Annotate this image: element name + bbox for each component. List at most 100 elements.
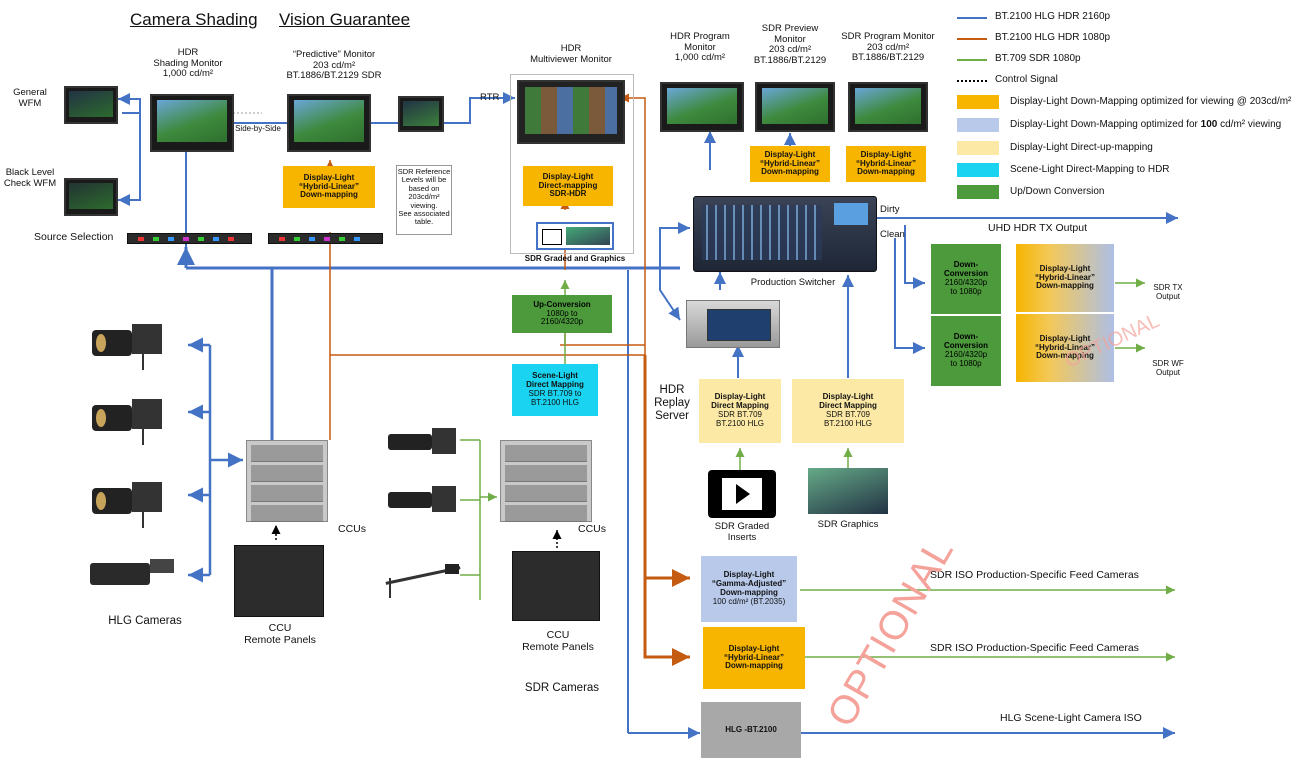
ccu-remote-right-label: CCU Remote Panels — [522, 629, 594, 653]
program-hybrid-title: Display-Light “Hybrid-Linear” Down-mappi… — [855, 149, 916, 177]
source-selection-label: Source Selection — [34, 231, 114, 243]
tx-hybrid-title: Display-Light “Hybrid-Linear” Down-mappi… — [1034, 263, 1095, 291]
graphics-direct-title: Display-Light Direct Mapping — [819, 392, 877, 411]
black-level-wfm-label: Black Level Check WFM — [3, 167, 57, 189]
graphics-direct-sub: SDR BT.709 BT.2100 HLG — [823, 410, 873, 428]
sdr-camera-2 — [388, 484, 458, 514]
legend-lightyellow-label: Display-Light Direct-up-mapping — [1010, 142, 1153, 153]
mv-direct-mapping-box: Display-Light Direct-mapping SDR-HDR — [523, 166, 613, 206]
ccu-rack-left — [246, 440, 328, 522]
legend-green-swatch — [957, 185, 999, 199]
predictive-monitor — [287, 94, 371, 152]
sdr-preview-monitor-label: SDR Preview Monitor 203 cd/m² BT.1886/BT… — [753, 23, 827, 66]
legend-sdr1080-label: BT.709 SDR 1080p — [995, 53, 1081, 64]
legend-hdr2160-label: BT.2100 HLG HDR 2160p — [995, 11, 1111, 22]
rtr-label: RTR — [480, 92, 500, 103]
hlg-camera-4 — [90, 555, 180, 595]
sdr-reference-note: SDR Reference Levels will be based on 20… — [396, 165, 452, 235]
legend-blue-swatch — [957, 118, 999, 132]
ccus-left-label: CCUs — [338, 523, 366, 535]
legend-orange-label: Display-Light Down-Mapping optimized for… — [1010, 96, 1292, 107]
ccu-remote-panels-right — [512, 551, 600, 621]
legend-sdr1080-line — [957, 59, 987, 61]
scene-light-sub: SDR BT.709 to BT.2100 HLG — [528, 389, 582, 407]
sdr-cameras-label: SDR Cameras — [524, 682, 600, 694]
wf-hybrid-title: Display-Light “Hybrid-Linear” Down-mappi… — [1034, 333, 1095, 361]
sdr-graded-inserts-label: SDR Graded Inserts — [714, 521, 770, 543]
iso-hybrid-box: Display-Light “Hybrid-Linear” Down-mappi… — [703, 627, 805, 689]
hdr-shading-monitor-label: HDR Shading Monitor 1,000 cd/m² — [153, 47, 223, 80]
hdr-program-monitor — [660, 82, 744, 132]
uhd-tx-output-label: UHD HDR TX Output — [988, 222, 1087, 234]
sdr-graphics-image — [808, 468, 888, 514]
side-by-side-label: Side-by-Side — [235, 124, 281, 133]
production-switcher-label: Production Switcher — [750, 277, 836, 288]
sdr-camera-crane — [385, 560, 465, 600]
ccu-remote-left-label: CCU Remote Panels — [244, 622, 316, 646]
hlg-iso-label: HLG Scene-Light Camera ISO — [1000, 712, 1142, 724]
down-conversion-1-box: Down- Conversion 2160/4320p to 1080p — [931, 244, 1001, 314]
down-conv-1-title: Down- Conversion — [943, 260, 988, 279]
legend-orange-swatch — [957, 95, 999, 109]
iso-hybrid-title: Display-Light “Hybrid-Linear” Down-mappi… — [723, 643, 784, 671]
replay-direct-sub: SDR BT.709 BT.2100 HLG — [715, 410, 765, 428]
up-conversion-sub: 1080p to 2160/4320p — [540, 308, 584, 327]
gamma-adjusted-sub: 100 cd/m² (BT.2035) — [712, 596, 786, 606]
hybrid-shading-title: Display-Light “Hybrid-Linear” Down-mappi… — [298, 172, 359, 200]
hlg-bt2100-box: HLG -BT.2100 — [701, 702, 801, 758]
general-wfm-monitor — [64, 86, 118, 124]
production-switcher — [693, 196, 877, 272]
preview-hybrid-box: Display-Light “Hybrid-Linear” Down-mappi… — [750, 146, 830, 182]
sdr-wf-output-label: SDR WF Output — [1152, 359, 1184, 377]
replay-direct-title: Display-Light Direct Mapping — [711, 392, 769, 411]
ccu-rack-right — [500, 440, 592, 522]
hdr-replay-server-label: HDR Replay Server — [654, 384, 690, 422]
sdr-small-monitor — [398, 96, 444, 132]
legend-hdr2160-line — [957, 17, 987, 19]
film-icon — [542, 229, 562, 245]
film-clip-icon — [708, 470, 776, 518]
replay-direct-mapping-box: Display-Light Direct Mapping SDR BT.709 … — [699, 379, 781, 443]
legend-cyan-label: Scene-Light Direct-Mapping to HDR — [1010, 164, 1170, 175]
legend-control-line — [957, 80, 987, 82]
down-conversion-2-box: Down- Conversion 2160/4320p to 1080p — [931, 316, 1001, 386]
sdr-graded-graphics-device — [536, 222, 614, 250]
hdr-program-monitor-label: HDR Program Monitor 1,000 cd/m² — [670, 31, 730, 64]
multiviewer-monitor — [517, 80, 625, 144]
up-conversion-box: Up-Conversion 1080p to 2160/4320p — [512, 295, 612, 333]
hdr-multiviewer-label: HDR Multiviewer Monitor — [530, 43, 612, 65]
program-hybrid-box: Display-Light “Hybrid-Linear” Down-mappi… — [846, 146, 926, 182]
hdr-replay-server-device — [686, 300, 780, 348]
gamma-adjusted-title: Display-Light “Gamma-Adjusted” Down-mapp… — [711, 570, 787, 597]
vision-router — [268, 233, 383, 244]
legend-hdr1080-line — [957, 38, 987, 40]
sdr-camera-1 — [388, 426, 458, 456]
hlg-camera-3 — [92, 478, 182, 528]
sdr-program-monitor-label: SDR Program Monitor 203 cd/m² BT.1886/BT… — [841, 31, 935, 64]
camera-shading-heading: Camera Shading — [130, 10, 258, 29]
tx-hybrid-box: Display-Light “Hybrid-Linear” Down-mappi… — [1016, 244, 1114, 312]
multiviewer-frame — [510, 74, 634, 254]
sdr-graded-graphics-label: SDR Graded and Graphics — [524, 254, 626, 263]
wf-hybrid-box: Display-Light “Hybrid-Linear” Down-mappi… — [1016, 314, 1114, 382]
mv-direct-title: Display-Light Direct-mapping SDR-HDR — [538, 171, 598, 199]
hdr-shading-monitor — [150, 94, 234, 152]
ccu-remote-panels-left — [234, 545, 324, 617]
up-conversion-title: Up-Conversion — [533, 299, 591, 309]
down-conv-2-sub: 2160/4320p to 1080p — [944, 350, 988, 368]
legend-control-label: Control Signal — [995, 74, 1058, 85]
scene-light-mapping-box: Scene-Light Direct Mapping SDR BT.709 to… — [512, 364, 598, 416]
sdr-preview-monitor — [755, 82, 835, 132]
graphics-direct-mapping-box: Display-Light Direct Mapping SDR BT.709 … — [792, 379, 904, 443]
hybrid-linear-shading-box: Display-Light “Hybrid-Linear” Down-mappi… — [283, 166, 375, 208]
sdr-graphics-label: SDR Graphics — [817, 519, 879, 530]
down-conv-1-sub: 2160/4320p to 1080p — [944, 278, 988, 296]
legend-blue-label: Display-Light Down-Mapping optimized for… — [1010, 119, 1282, 130]
legend-cyan-swatch — [957, 163, 999, 177]
legend-hdr1080-label: BT.2100 HLG HDR 1080p — [995, 32, 1111, 43]
hlg-camera-2 — [92, 395, 182, 445]
iso-feed-2-label: SDR ISO Production-Specific Feed Cameras — [930, 642, 1139, 654]
vision-guarantee-heading: Vision Guarantee — [279, 10, 411, 29]
hlg-bt2100-title: HLG -BT.2100 — [725, 724, 777, 734]
general-wfm-label: General WFM — [13, 87, 47, 109]
